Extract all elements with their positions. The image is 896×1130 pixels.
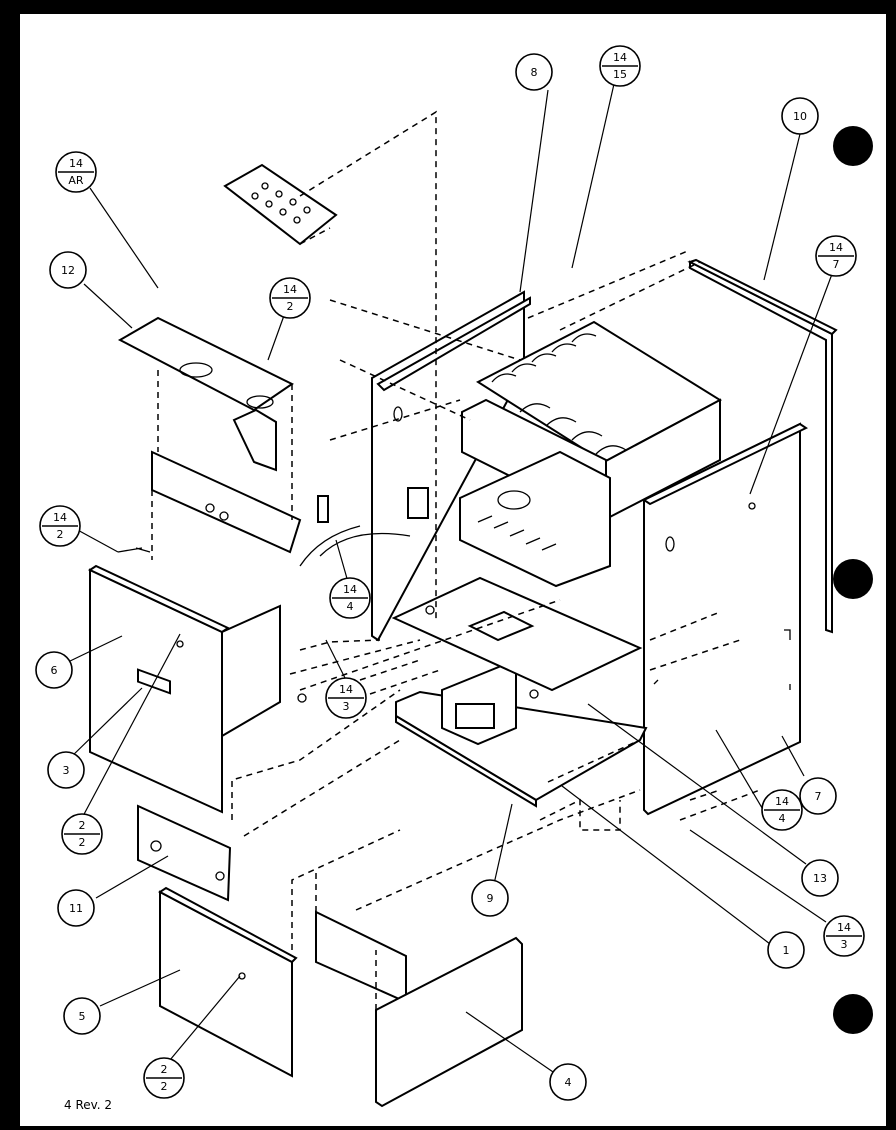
callout-6: 6 (35, 651, 73, 689)
svg-text:14: 14 (775, 795, 789, 808)
callout-5: 5 (63, 997, 101, 1035)
svg-text:14: 14 (837, 921, 851, 934)
callout-12: 12 (49, 251, 87, 289)
svg-text:2: 2 (79, 819, 86, 832)
door-flange (221, 604, 281, 738)
callout-9: 9 (471, 879, 509, 917)
svg-text:4: 4 (347, 600, 354, 613)
svg-text:2: 2 (287, 300, 294, 313)
bottom-door (375, 936, 523, 1108)
blower-deck (391, 576, 643, 692)
ref-callout-14-4-mid: 144 (329, 577, 371, 619)
svg-text:2: 2 (161, 1063, 168, 1076)
svg-text:2: 2 (161, 1080, 168, 1093)
svg-text:8: 8 (531, 66, 538, 79)
svg-text:14: 14 (829, 241, 843, 254)
svg-text:2: 2 (79, 836, 86, 849)
binder-hole-middle (833, 559, 873, 599)
callout-13: 13 (801, 859, 839, 897)
filter-rail-upper (151, 450, 302, 554)
svg-text:1: 1 (783, 944, 790, 957)
svg-text:14: 14 (613, 51, 627, 64)
svg-text:10: 10 (793, 110, 807, 123)
callout-1: 1 (767, 931, 805, 969)
svg-text:3: 3 (343, 700, 350, 713)
svg-text:11: 11 (69, 902, 83, 915)
svg-text:15: 15 (613, 68, 627, 81)
svg-text:3: 3 (841, 938, 848, 951)
ref-callout-14-3-mid: 143 (325, 677, 367, 719)
svg-text:4: 4 (565, 1076, 572, 1089)
svg-text:12: 12 (61, 264, 75, 277)
ref-callout-2-2-b: 22 (143, 1057, 185, 1099)
svg-text:14: 14 (69, 157, 83, 170)
top-bracket (232, 408, 277, 472)
svg-text:9: 9 (487, 892, 494, 905)
svg-text:2: 2 (57, 528, 64, 541)
revision-label: 4 Rev. 2 (64, 1098, 113, 1112)
ref-callout-14-4-right: 144 (761, 789, 803, 831)
callout-4: 4 (549, 1063, 587, 1101)
svg-text:13: 13 (813, 872, 827, 885)
svg-text:7: 7 (815, 790, 822, 803)
svg-text:4: 4 (779, 812, 786, 825)
ref-callout-2-2-a: 22 (61, 813, 103, 855)
burner-assembly (459, 450, 611, 588)
callout-7: 7 (799, 777, 837, 815)
ref-callout-14-7: 147 (815, 235, 857, 277)
callout-3: 3 (47, 751, 85, 789)
svg-text:14: 14 (283, 283, 297, 296)
svg-text:14: 14 (343, 583, 357, 596)
svg-text:6: 6 (51, 664, 58, 677)
svg-text:7: 7 (833, 258, 840, 271)
binder-hole-bottom (833, 994, 873, 1034)
svg-text:AR: AR (68, 174, 84, 187)
ref-callout-14-2-left: 142 (39, 505, 81, 547)
binder-hole-top (833, 126, 873, 166)
access-cover (137, 804, 232, 902)
callout-10: 10 (781, 97, 819, 135)
svg-text:3: 3 (63, 764, 70, 777)
svg-text:14: 14 (53, 511, 67, 524)
ref-callout-14-2-top: 142 (269, 277, 311, 319)
ref-callout-14-3-right: 143 (823, 915, 865, 957)
control-plate (223, 163, 338, 246)
callout-8: 8 (515, 53, 553, 91)
gas-valve-bracket (407, 487, 429, 519)
svg-text:14: 14 (339, 683, 353, 696)
callout-11: 11 (57, 889, 95, 927)
svg-text:5: 5 (79, 1010, 86, 1023)
